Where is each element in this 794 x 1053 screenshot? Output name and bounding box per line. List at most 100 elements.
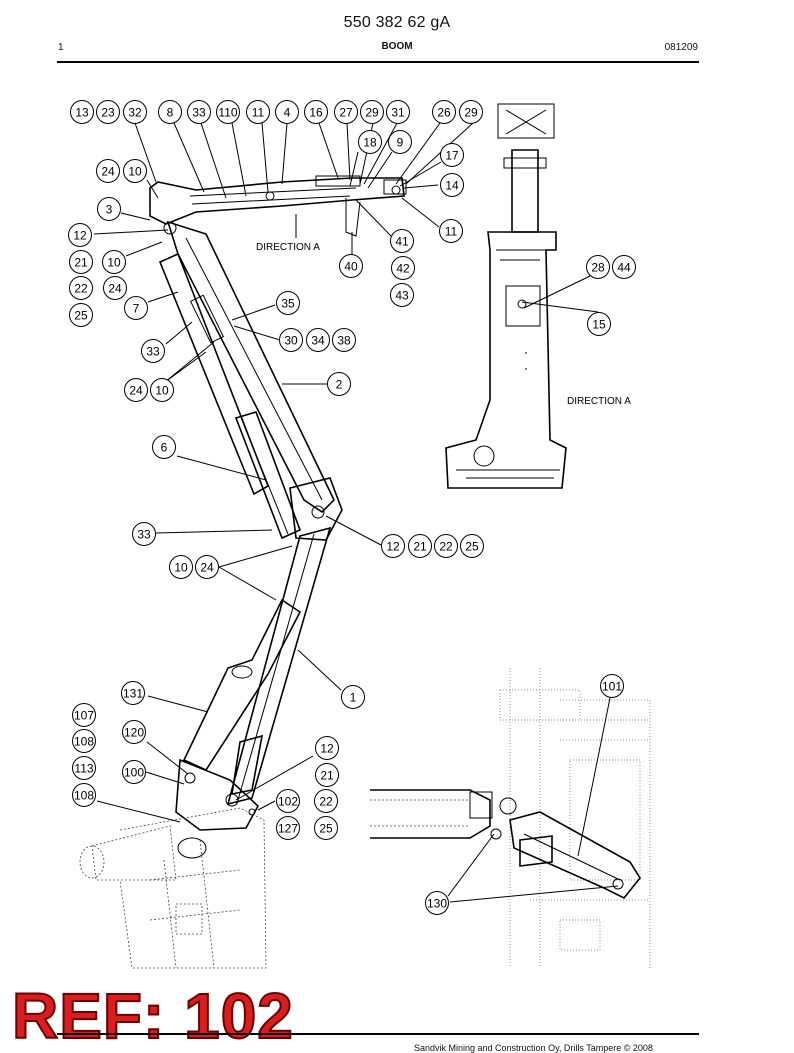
callout-number: 43 — [395, 289, 409, 303]
callout-circle — [586, 255, 610, 279]
callout-number: 29 — [365, 106, 379, 120]
part-callout: 40 — [339, 254, 363, 278]
part-callout: 25 — [460, 534, 484, 558]
callout-number: 32 — [128, 106, 142, 120]
part-callout: 31 — [386, 100, 410, 124]
callout-number: 22 — [74, 282, 88, 296]
callout-circle — [360, 100, 384, 124]
copyright-text: Sandvik Mining and Construction Oy, Dril… — [414, 1043, 653, 1053]
part-callout: 22 — [434, 534, 458, 558]
callout-circle — [122, 720, 146, 744]
callout-number: 24 — [129, 384, 143, 398]
part-callout: 6 — [152, 435, 176, 459]
callout-circle — [390, 283, 414, 307]
callout-circle — [276, 291, 300, 315]
part-callout: 10 — [150, 378, 174, 402]
callout-number: 33 — [146, 345, 160, 359]
callout-number: 38 — [337, 334, 351, 348]
callout-number: 31 — [391, 106, 405, 120]
callout-number: 25 — [319, 822, 333, 836]
callout-circle — [169, 555, 193, 579]
callout-number: 11 — [445, 225, 458, 239]
callout-number: 27 — [339, 106, 353, 120]
callout-circle — [587, 312, 611, 336]
part-callout: 24 — [103, 276, 127, 300]
part-callout: 13 — [70, 100, 94, 124]
part-callout: 12 — [381, 534, 405, 558]
part-callout: 30 — [279, 328, 303, 352]
callout-circle — [69, 303, 93, 327]
callout-circle — [440, 173, 464, 197]
callout-circle — [339, 254, 363, 278]
part-callout: 10 — [169, 555, 193, 579]
callout-number: 100 — [124, 766, 144, 780]
callout-number: 18 — [363, 136, 377, 150]
callout-number: 21 — [74, 256, 88, 270]
part-callout: 33 — [187, 100, 211, 124]
callout-number: 35 — [281, 297, 295, 311]
part-callout: 120 — [122, 720, 146, 744]
callout-circle — [69, 276, 93, 300]
part-callout: 24 — [96, 159, 120, 183]
callout-number: 102 — [278, 795, 298, 809]
date-code: 081209 — [664, 42, 698, 53]
callout-number: 25 — [74, 309, 88, 323]
part-callout: 130 — [425, 891, 449, 915]
part-callout: 21 — [69, 250, 93, 274]
part-callout: 22 — [314, 789, 338, 813]
callout-circle — [195, 555, 219, 579]
callout-circle — [390, 229, 414, 253]
part-callout: 35 — [276, 291, 300, 315]
part-callout: 16 — [304, 100, 328, 124]
callout-circle — [187, 100, 211, 124]
callout-circle — [276, 816, 300, 840]
callout-circle — [152, 435, 176, 459]
callout-number: 16 — [309, 106, 323, 120]
callout-number: 6 — [161, 441, 168, 455]
callout-circle — [334, 100, 358, 124]
callout-number: 130 — [427, 897, 447, 911]
callout-circle — [102, 250, 126, 274]
part-callout: 102 — [276, 789, 300, 813]
callout-number: 34 — [311, 334, 325, 348]
callout-circle — [72, 729, 96, 753]
callout-circle — [341, 685, 365, 709]
part-callout: 100 — [122, 760, 146, 784]
part-callout: 24 — [195, 555, 219, 579]
callout-number: 101 — [602, 680, 622, 694]
callout-number: 30 — [284, 334, 298, 348]
part-callout: 17 — [440, 143, 464, 167]
callout-circle — [72, 756, 96, 780]
callout-circle — [315, 736, 339, 760]
callout-number: 24 — [200, 561, 214, 575]
callout-circle — [332, 328, 356, 352]
callout-number: 21 — [320, 769, 334, 783]
part-callout: 24 — [124, 378, 148, 402]
callout-number: 113 — [74, 762, 93, 776]
callout-number: 8 — [167, 106, 174, 120]
part-callout: 3 — [97, 197, 121, 221]
callout-number: 2 — [336, 378, 343, 392]
callout-circle — [96, 159, 120, 183]
part-callout: 18 — [358, 130, 382, 154]
callout-circle — [216, 100, 240, 124]
part-callout: 4 — [275, 100, 299, 124]
part-callout: 34 — [306, 328, 330, 352]
callout-number: 110 — [218, 106, 237, 120]
callout-circle — [440, 143, 464, 167]
callout-number: 41 — [395, 235, 409, 249]
part-callout: 29 — [360, 100, 384, 124]
part-callout: 11 — [246, 100, 270, 124]
part-callout: 8 — [158, 100, 182, 124]
callout-circle — [306, 328, 330, 352]
callout-number: 13 — [75, 106, 89, 120]
part-callout: 25 — [314, 816, 338, 840]
callout-circle — [69, 250, 93, 274]
callout-number: 108 — [74, 735, 94, 749]
callout-number: 25 — [465, 540, 479, 554]
part-callout: 10 — [102, 250, 126, 274]
part-callout: 2 — [327, 372, 351, 396]
callout-circle — [141, 339, 165, 363]
callout-circle — [388, 130, 412, 154]
callout-circle — [121, 681, 145, 705]
